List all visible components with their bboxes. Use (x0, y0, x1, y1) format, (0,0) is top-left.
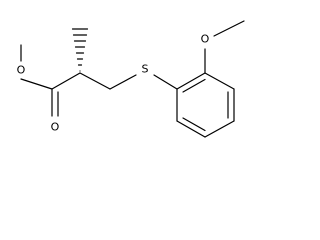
hashed-wedge-bond (71, 28, 89, 72)
chemical-structure: O O O S (17, 20, 245, 138)
benzene-ring (176, 72, 235, 138)
bond-ester-o-carbonyl-c (20, 78, 53, 90)
bond-carbonyl-c-alpha-c (51, 72, 81, 90)
atom-label-sulfur: S (142, 63, 149, 76)
atom-label-oxygen-carbonyl: O (51, 121, 60, 134)
atom-label-oxygen-ester: O (17, 64, 26, 77)
bond-ch2-sulfur (109, 74, 137, 90)
bond-methoxy-o-methyl (213, 20, 245, 37)
bond-alpha-c-ch2 (79, 72, 111, 90)
bond-sulfur-ring (153, 74, 178, 90)
atom-label-oxygen-methoxy: O (201, 33, 210, 46)
